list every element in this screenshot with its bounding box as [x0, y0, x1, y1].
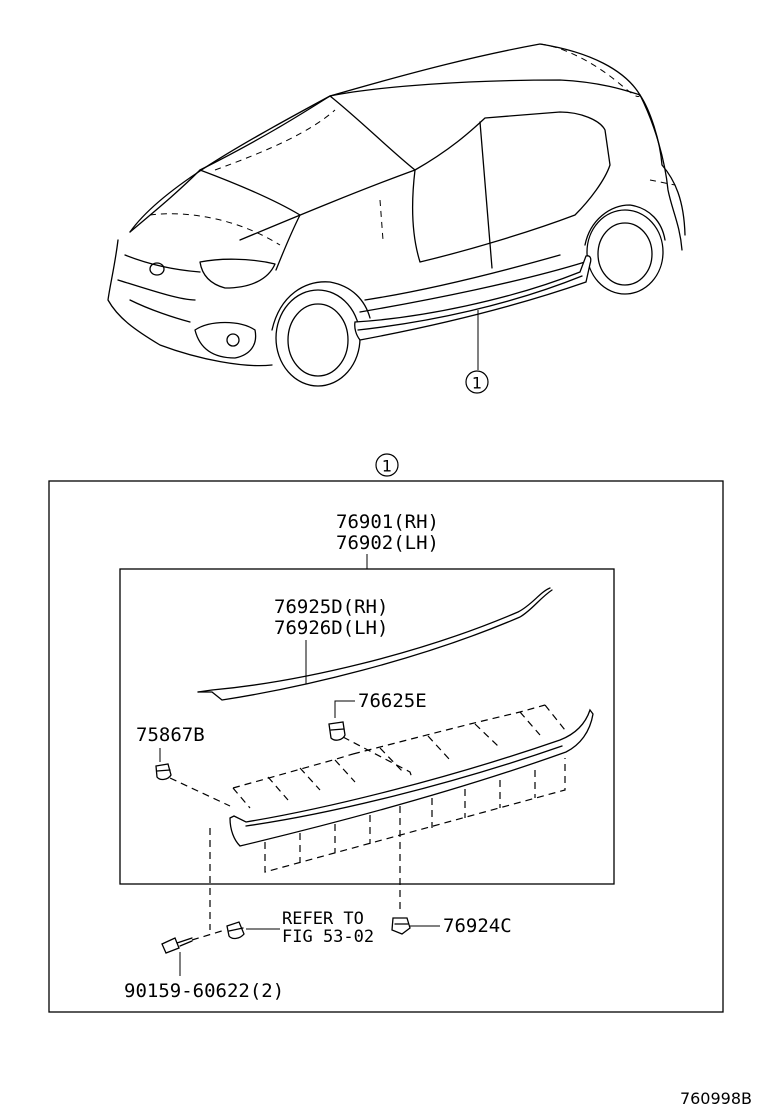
- clip-75867B: [155, 763, 172, 781]
- part-label-76925D: 76925D(RH): [274, 596, 388, 618]
- box-callout-number: 1: [382, 457, 392, 476]
- rocker-panel: [229, 704, 594, 873]
- part-label-76924C: 76924C: [443, 915, 512, 937]
- outer-detail-frame: [48, 480, 724, 1013]
- part-label-90159: 90159-60622(2): [124, 980, 284, 1002]
- box-callout-circle: [375, 453, 399, 477]
- car-callout-number: 1: [472, 374, 482, 393]
- car-illustration: [107, 43, 686, 387]
- nut-76924C: [391, 917, 411, 935]
- part-label-76901: 76901(RH): [336, 511, 439, 533]
- refer-clip: [226, 921, 245, 940]
- moulding-strip: [197, 587, 553, 701]
- screw-90159: [161, 937, 193, 954]
- clip-76625E: [328, 721, 346, 741]
- figure-id: 760998B: [680, 1089, 752, 1108]
- part-label-76926D: 76926D(LH): [274, 617, 388, 639]
- part-label-76902: 76902(LH): [336, 532, 439, 554]
- part-label-75867B: 75867B: [136, 724, 205, 746]
- refer-to-line2: FIG 53-02: [282, 927, 374, 947]
- car-callout-circle: [465, 370, 489, 394]
- part-label-76625E: 76625E: [358, 690, 427, 712]
- refer-to-line1: REFER TO: [282, 909, 364, 929]
